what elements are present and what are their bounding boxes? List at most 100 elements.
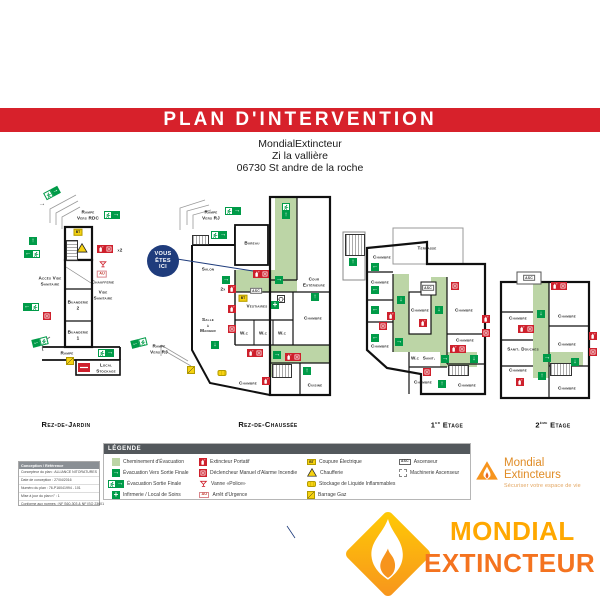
room-label: W.c (410, 355, 420, 361)
exit-arrow-icon: ↓ (211, 341, 219, 349)
legend-item: → Évacuation Sortie Finale (108, 479, 181, 489)
exit-arrow-icon: → (222, 275, 230, 284)
extinguisher-icon (97, 245, 105, 253)
e2-walls (499, 271, 591, 400)
legend-item: → Évacuation Vers Sortie Finale (112, 468, 189, 477)
exit-direction-sign-icon: → (543, 354, 551, 362)
address-line-2: 06730 St andre de la roche (236, 162, 364, 174)
alarm-call-point-icon (379, 322, 387, 330)
reference-box-title: Conception / Référence (19, 462, 99, 469)
room-label: Chambre (371, 279, 389, 285)
exit-arrow-icon: → (219, 230, 227, 239)
exit-direction-sign-icon: ↓ (211, 341, 219, 349)
flame-diamond-logo-icon (342, 508, 434, 600)
exit-arrow-icon: → (275, 275, 283, 284)
extinguisher-and-alarm-icons (97, 245, 113, 253)
room-label: Rampe (60, 350, 74, 356)
brand-word-extincteur: EXTINCTEUR (424, 548, 596, 578)
elevator-machinery-icon (399, 469, 407, 477)
exit-arrow-icon: → (233, 206, 241, 215)
exit-final-sign-icon: ← (31, 336, 49, 348)
floor-title-2eme-etage: 2ème Etage (535, 420, 571, 430)
plan-reference-box: Conception / Référence Concepteur du pla… (18, 461, 104, 506)
police-valve-icon (199, 475, 208, 493)
room-label: Buanderie 2 (67, 299, 89, 311)
police-valve-icon (99, 260, 108, 269)
alarm-call-point-icon (589, 348, 597, 356)
legend-item: BT Coupure Électrique (307, 457, 362, 467)
reference-line: Mise à jour du plan n° : 1 (19, 493, 99, 501)
room-label: W.c (258, 330, 268, 336)
e1-stairs (345, 234, 365, 256)
running-man-icon (138, 337, 148, 347)
e1-stairs-2 (448, 365, 469, 376)
exit-arrow-icon: ← (371, 333, 379, 342)
legend-item: Cheminement d'Évacuation (112, 457, 184, 467)
exit-final-sign-icon: → (43, 185, 61, 201)
exit-direction-sign-icon: → (395, 338, 403, 346)
extinguisher-icon (262, 377, 270, 385)
running-man-icon (31, 303, 39, 311)
exit-direction-sign-icon: ← (371, 263, 379, 271)
running-man-icon (108, 480, 116, 488)
exit-arrow-icon: ↓ (571, 358, 579, 366)
floor-plan-rez-de-jardin: → → Rampe Vers RDC → BT ↑ ← x2 AU Chauff… (20, 185, 135, 390)
alarm-call-point-icon (293, 353, 301, 361)
exit-up-sign-icon: ↑ (349, 258, 357, 266)
extinguisher-icon (482, 315, 490, 323)
gas-shutoff-icon (187, 366, 195, 374)
brand-small: Mondial Extincteurs Sécuriser votre espa… (474, 458, 600, 489)
brand-word-mondial: MONDIAL (450, 516, 575, 546)
room-label: Rampe Vers RJ (150, 343, 168, 355)
room-label: Vide Sanitaire (93, 289, 113, 301)
exit-arrow-icon: → (106, 348, 114, 357)
exit-arrow-icon: ↑ (311, 293, 319, 301)
exit-direction-sign-icon: → (441, 355, 449, 363)
legend-item: ASC Ascenseur (399, 458, 438, 466)
exit-arrow-icon: ↑ (438, 380, 446, 388)
alarm-call-point-icon (451, 282, 459, 290)
extinguisher-and-alarm-icons (247, 349, 263, 357)
room-label: Chambre (558, 313, 576, 319)
site-address: MondialExtincteur Zi la vallière 06730 S… (0, 138, 600, 174)
extinguisher-icon (199, 458, 207, 466)
quantity-label: x2 (117, 247, 123, 253)
extinguisher-icon (419, 319, 427, 327)
room-label: Salon (201, 266, 215, 272)
extinguisher-icon (228, 285, 236, 293)
room-label: Buanderie 1 (67, 329, 89, 341)
exit-direction-sign-icon: ↓ (470, 355, 478, 363)
alarm-call-point-icon (526, 325, 534, 333)
floor-title-1er-etage: 1er Etage (430, 420, 464, 430)
legend-item: Machinerie Ascenseur (399, 468, 459, 478)
extinguisher-and-alarm-icons (450, 345, 466, 353)
alarm-call-point-icon (228, 325, 236, 333)
extinguisher-icon (247, 349, 255, 357)
elevator-icon: ASC (523, 274, 535, 282)
emergency-stop-icon: AU (199, 491, 210, 499)
legend-item: Extincteur Portatif (199, 457, 249, 467)
you-are-here-leader (176, 258, 254, 272)
extinguisher-icon (516, 378, 524, 386)
extinguisher-and-alarm-icons (253, 270, 269, 278)
room-label: Salle à Manger (200, 316, 216, 333)
room-label: W.c (239, 330, 249, 336)
brand-name: Mondial Extincteurs (504, 457, 561, 481)
power-cut-icon: BT (73, 228, 83, 236)
extinguisher-icon (450, 345, 458, 353)
page-title: PLAN D'INTERVENTION (163, 109, 437, 130)
running-man-icon (98, 349, 106, 357)
extinguisher-and-alarm-icons (228, 305, 236, 313)
title-banner: PLAN D'INTERVENTION (0, 108, 600, 132)
exit-direction-sign-icon: ← (371, 286, 379, 294)
power-cut-icon: BT (238, 294, 248, 302)
extinguisher-icon (387, 312, 395, 320)
room-label: Local Stockage (96, 362, 116, 374)
room-label: Rampe Vers RJ (202, 209, 220, 221)
room-label: Chambre (509, 367, 527, 373)
boiler-warning-icon (76, 243, 88, 253)
room-label: Terrasse (417, 245, 437, 251)
room-label: Chambre (239, 380, 257, 386)
rdj-walls (41, 194, 121, 376)
ramp-direction-arrow-icon: → (38, 200, 46, 208)
